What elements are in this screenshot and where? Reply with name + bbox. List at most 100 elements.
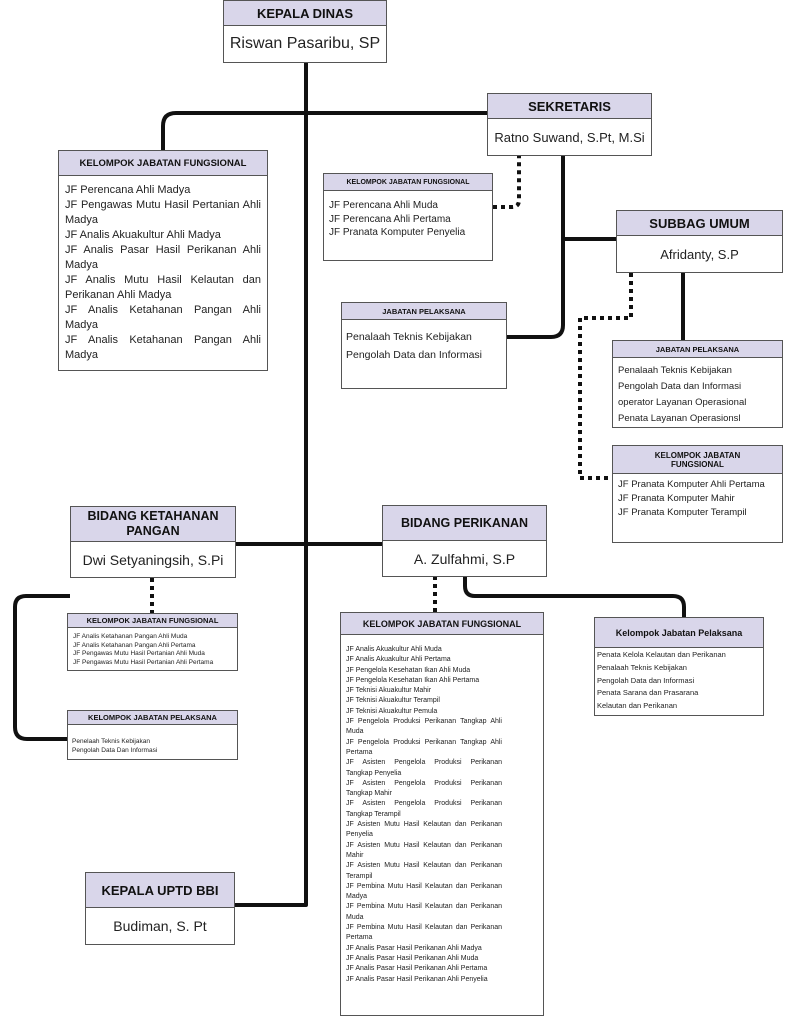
branch-sekretaris-down — [507, 156, 565, 339]
perikanan-kjf-box: KELOMPOK JABATAN FUNGSIONAL JF Analis Ak… — [340, 612, 544, 1016]
subbag-jp-box: JABATAN PELAKSANA Penalaah Teknis Kebija… — [612, 340, 783, 428]
left-kjf-item: JF Analis Pasar Hasil Perikanan Ahli Mad… — [65, 244, 261, 271]
kepala-uptd-name: Budiman, S. Pt — [113, 918, 207, 934]
trunk-line — [235, 62, 308, 907]
ketahanan-kjf-title: KELOMPOK JABATAN FUNGSIONAL — [68, 614, 237, 628]
ketahanan-jp-list: Penelaah Teknis Kebijakan Pengolah Data … — [68, 737, 237, 755]
subbag-jp-item: operator Layanan Operasional — [618, 397, 747, 408]
perikanan-jp-item: Kelautan dan Perikanan — [597, 701, 678, 711]
left-kjf-item: JF Pengawas Mutu Hasil Pertanian Ahli Ma… — [65, 199, 261, 226]
perikanan-jp-box: Kelompok Jabatan Pelaksana Penata Kelola… — [594, 617, 764, 716]
sekretariat-kjf-box: KELOMPOK JABATAN FUNGSIONAL JF Perencana… — [323, 173, 493, 261]
perikanan-kjf-item: JF Analis Pasar Hasil Perikanan Ahli Pen… — [346, 975, 488, 983]
perikanan-jp-item: Penata Kelola Kelautan dan Perikanan — [597, 650, 726, 659]
perikanan-kjf-item: JF Pembina Mutu Hasil Kelautan dan Perik… — [346, 882, 502, 901]
subbag-jp-item: Penata Layanan Operasionsl — [618, 413, 741, 424]
sekretariat-jp-list: Penalaah Teknis Kebijakan Pengolah Data … — [342, 328, 506, 364]
left-kjf-item: JF Analis Mutu Hasil Kelautan dan Perika… — [65, 274, 261, 301]
bidang-perikanan-name: A. Zulfahmi, S.P — [413, 550, 516, 567]
perikanan-kjf-item: JF Pembina Mutu Hasil Kelautan dan Perik… — [346, 903, 502, 921]
subbag-umum-box: SUBBAG UMUM Afridanty, S.P — [616, 210, 783, 273]
perikanan-jp-item: Pengolah Data dan Informasi — [597, 675, 695, 685]
kepala-dinas-title: KEPALA DINAS — [224, 1, 386, 26]
branch-left-kjf — [161, 111, 306, 150]
subbag-jp-list: Penalaah Teknis Kebijakan Pengolah Data … — [613, 363, 782, 427]
sekretaris-box: SEKRETARIS Ratno Suwand, S.Pt, M.Si — [487, 93, 652, 156]
bidang-perikanan-box: BIDANG PERIKANAN A. Zulfahmi, S.P — [382, 505, 547, 577]
sekretaris-title: SEKRETARIS — [488, 94, 651, 119]
ketahanan-jp-item: Pengolah Data Dan Informasi — [72, 747, 158, 754]
dotted-subbag-kjf — [578, 273, 633, 480]
perikanan-kjf-item: JF Analis Akuakultur Ahli Muda — [346, 646, 442, 653]
bidang-ketahanan-box: BIDANG KETAHANAN PANGAN Dwi Setyaningsih… — [70, 506, 236, 578]
perikanan-kjf-item: JF Pengelola Kesehatan Ikan Ahli Muda — [346, 666, 471, 674]
perikanan-kjf-item: JF Analis Pasar Hasil Perikanan Ahli Mad… — [346, 944, 482, 952]
left-kjf-item: JF Analis Ketahanan Pangan Ahli Madya — [65, 334, 261, 361]
sekretariat-kjf-list: JF Perencana Ahli Muda JF Perencana Ahli… — [324, 199, 492, 240]
subbag-kjf-box: KELOMPOK JABATAN FUNGSIONAL JF Pranata K… — [612, 445, 783, 543]
ketahanan-kjf-item: JF Analis Ketahanan Pangan Ahli Pertama — [73, 641, 196, 649]
subbag-umum-name: Afridanty, S.P — [660, 246, 739, 262]
ketahanan-kjf-item: JF Analis Ketahanan Pangan Ahli Muda — [73, 633, 188, 640]
sekretariat-kjf-item: JF Perencana Ahli Muda — [329, 200, 438, 211]
subbag-jp-title: JABATAN PELAKSANA — [613, 341, 782, 358]
subbag-jp-item: Penalaah Teknis Kebijakan — [618, 365, 732, 376]
subbag-kjf-title: KELOMPOK JABATAN FUNGSIONAL — [613, 446, 782, 474]
left-kjf-item: JF Analis Akuakultur Ahli Madya — [65, 229, 221, 241]
ketahanan-jp-item: Penelaah Teknis Kebijakan — [72, 738, 150, 745]
branch-ketahanan-jp — [13, 594, 70, 741]
ketahanan-jp-title: KELOMPOK JABATAN PELAKSANA — [68, 711, 237, 725]
subbag-kjf-item: JF Pranata Komputer Mahir — [618, 493, 735, 504]
perikanan-kjf-item: JF Asisten Mutu Hasil Kelautan dan Perik… — [346, 841, 502, 859]
perikanan-jp-title: Kelompok Jabatan Pelaksana — [595, 618, 763, 648]
subbag-kjf-list: JF Pranata Komputer Ahli Pertama JF Pran… — [613, 478, 782, 520]
sekretariat-jp-item: Pengolah Data dan Informasi — [346, 349, 483, 361]
left-kjf-list: JF Perencana Ahli Madya JF Pengawas Mutu… — [59, 183, 267, 363]
perikanan-kjf-item: JF Pembina Mutu Hasil Kelautan dan Perik… — [346, 924, 502, 942]
perikanan-kjf-item: JF Teknisi Akuakultur Mahir — [346, 687, 432, 695]
perikanan-kjf-item: JF Analis Pasar Hasil Perikanan Ahli Mud… — [346, 954, 479, 962]
perikanan-kjf-item: JF Teknisi Akuakultur Terampil — [346, 697, 440, 705]
sekretariat-kjf-item: JF Perencana Ahli Pertama — [329, 213, 451, 225]
kepala-dinas-box: KEPALA DINAS Riswan Pasaribu, SP — [223, 0, 387, 63]
left-kjf-title: KELOMPOK JABATAN FUNGSIONAL — [59, 151, 267, 176]
sekretariat-kjf-title: KELOMPOK JABATAN FUNGSIONAL — [324, 174, 492, 191]
sekretariat-kjf-item: JF Pranata Komputer Penyelia — [329, 227, 466, 238]
perikanan-kjf-item: JF Analis Akuakultur Ahli Pertama — [346, 656, 451, 664]
perikanan-kjf-item: JF Pengelola Produksi Perikanan Tangkap … — [346, 718, 502, 736]
ketahanan-kjf-list: JF Analis Ketahanan Pangan Ahli Muda JF … — [68, 633, 237, 667]
bidang-ketahanan-title: BIDANG KETAHANAN PANGAN — [71, 507, 235, 542]
kepala-dinas-name: Riswan Pasaribu, SP — [229, 35, 381, 52]
subbag-jp-item: Pengolah Data dan Informasi — [618, 381, 742, 392]
perikanan-kjf-list: JF Analis Akuakultur Ahli Muda JF Analis… — [341, 645, 543, 985]
ketahanan-jp-box: KELOMPOK JABATAN PELAKSANA Penelaah Tekn… — [67, 710, 238, 760]
perikanan-kjf-item: JF Asisten Pengelola Produksi Perikanan … — [346, 800, 502, 818]
perikanan-kjf-item: JF Asisten Mutu Hasil Kelautan dan Perik… — [346, 821, 502, 839]
perikanan-kjf-item: JF Pengelola Produksi Perikanan Tangkap … — [346, 738, 502, 756]
subbag-kjf-item: JF Pranata Komputer Ahli Pertama — [618, 479, 765, 490]
perikanan-jp-list: Penata Kelola Kelautan dan Perikanan Pen… — [595, 649, 763, 713]
perikanan-kjf-item: JF Teknisi Akuakultur Pemula — [346, 707, 438, 715]
bidang-ketahanan-name: Dwi Setyaningsih, S.Pi — [82, 551, 224, 568]
perikanan-kjf-item: JF Analis Pasar Hasil Perikanan Ahli Per… — [346, 965, 488, 973]
bidang-perikanan-title: BIDANG PERIKANAN — [383, 506, 546, 541]
left-kjf-item: JF Analis Ketahanan Pangan Ahli Madya — [65, 304, 261, 331]
left-kjf-box: KELOMPOK JABATAN FUNGSIONAL JF Perencana… — [58, 150, 268, 371]
ketahanan-kjf-item: JF Pengawas Mutu Hasil Pertanian Ahli Pe… — [73, 658, 214, 666]
perikanan-jp-item: Penalaah Teknis Kebijakan — [597, 662, 687, 672]
perikanan-kjf-title: KELOMPOK JABATAN FUNGSIONAL — [341, 613, 543, 635]
ketahanan-kjf-item: JF Pengawas Mutu Hasil Pertanian Ahli Mu… — [73, 650, 205, 657]
perikanan-kjf-item: JF Pengelola Kesehatan Ikan Ahli Pertama — [346, 676, 480, 684]
perikanan-kjf-item: JF Asisten Pengelola Produksi Perikanan … — [346, 759, 502, 777]
subbag-kjf-item: JF Pranata Komputer Terampil — [618, 507, 747, 518]
sekretaris-name: Ratno Suwand, S.Pt, M.Si — [494, 129, 645, 145]
subbag-umum-title: SUBBAG UMUM — [617, 211, 782, 236]
dotted-sekretariat-kjf — [493, 156, 521, 209]
sekretariat-jp-box: JABATAN PELAKSANA Penalaah Teknis Kebija… — [341, 302, 507, 389]
kepala-uptd-title: KEPALA UPTD BBI — [86, 873, 234, 908]
sekretariat-jp-title: JABATAN PELAKSANA — [342, 303, 506, 320]
perikanan-jp-item: Penata Sarana dan Prasarana — [597, 688, 699, 698]
ketahanan-kjf-box: KELOMPOK JABATAN FUNGSIONAL JF Analis Ke… — [67, 613, 238, 671]
